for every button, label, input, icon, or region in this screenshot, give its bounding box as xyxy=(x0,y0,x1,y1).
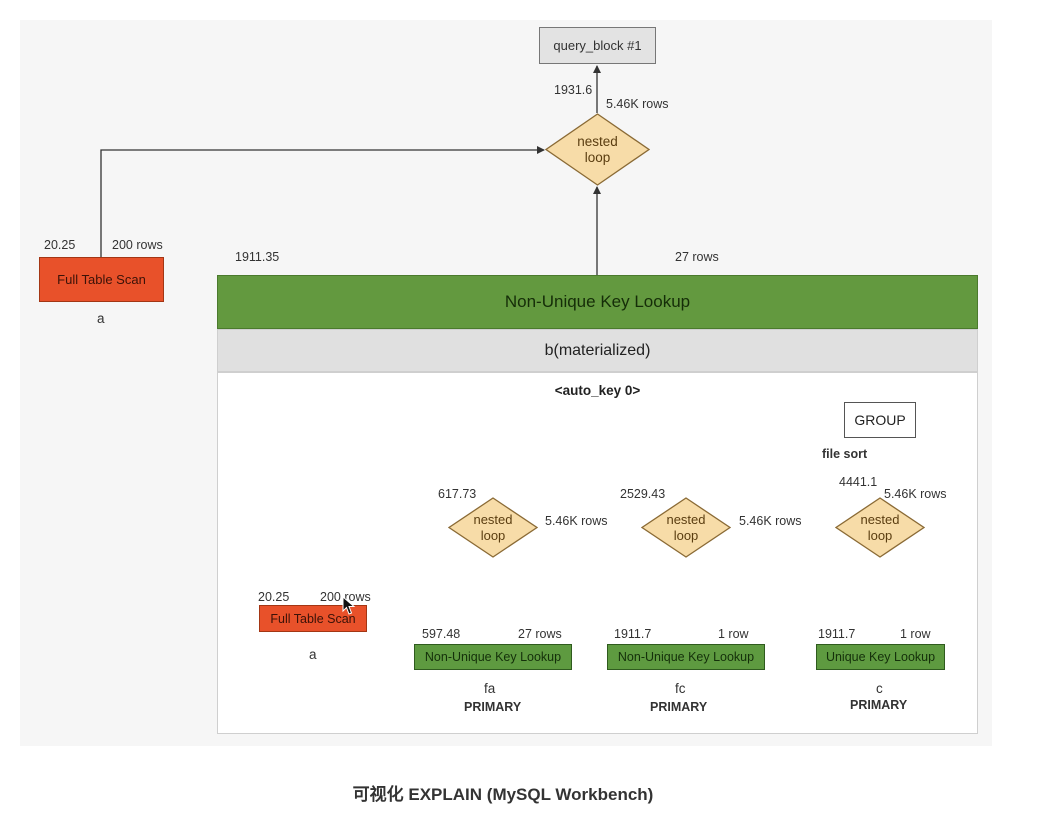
lookup-c-node[interactable]: Unique Key Lookup xyxy=(816,644,945,670)
lookup-fa-key: PRIMARY xyxy=(464,700,522,714)
lookup-fc-rows: 1 row xyxy=(718,627,749,641)
nested-loop-2-label: nested loop xyxy=(666,511,706,543)
loop3-cost: 4441.1 xyxy=(839,475,878,489)
lookup-fa-rows: 27 rows xyxy=(518,627,562,641)
inner-scan-rows: 200 rows xyxy=(320,590,371,604)
outer-scan-rows: 200 rows xyxy=(112,238,163,252)
outer-full-table-scan-node[interactable]: Full Table Scan xyxy=(39,257,164,302)
lookup-fc-node[interactable]: Non-Unique Key Lookup xyxy=(607,644,765,670)
loop2-cost: 2529.43 xyxy=(620,487,666,501)
lookup-fc-label: Non-Unique Key Lookup xyxy=(617,650,755,664)
outer-scan-table: a xyxy=(97,311,105,326)
group-label: GROUP xyxy=(854,412,906,428)
lookup-fc-table: fc xyxy=(675,681,686,696)
materialized-rows: 27 rows xyxy=(675,250,719,264)
outer-scan-label: Full Table Scan xyxy=(57,272,146,287)
diamond-shape xyxy=(545,113,650,186)
materialized-cost: 1911.35 xyxy=(235,250,280,264)
figure-caption: 可视化 EXPLAIN (MySQL Workbench) xyxy=(352,785,654,804)
nested-loop-1-label: nested loop xyxy=(473,511,513,543)
materialized-table-label: b(materialized) xyxy=(544,341,651,359)
lookup-fa-label: Non-Unique Key Lookup xyxy=(424,650,562,664)
top-nested-loop-label: nested loop xyxy=(577,133,618,165)
outer-scan-cost: 20.25 xyxy=(44,238,76,252)
lookup-c-table: c xyxy=(876,681,883,696)
lookup-c-rows: 1 row xyxy=(900,627,931,641)
arrow-scan-to-top-loop xyxy=(100,146,545,257)
nested-loop-3-node[interactable]: nested loop xyxy=(835,497,925,558)
nested-loop-3-label: nested loop xyxy=(860,511,900,543)
diamond-shape xyxy=(641,497,731,558)
lookup-c-cost: 1911.7 xyxy=(818,627,856,641)
top-nested-loop-node[interactable]: nested loop xyxy=(545,113,650,186)
inner-scan-cost: 20.25 xyxy=(258,590,290,604)
lookup-fa-node[interactable]: Non-Unique Key Lookup xyxy=(414,644,572,670)
top-loop-rows: 5.46K rows xyxy=(606,97,669,111)
query-block-label: query_block #1 xyxy=(553,38,642,53)
group-node[interactable]: GROUP xyxy=(844,402,916,438)
top-loop-cost: 1931.6 xyxy=(554,83,593,97)
lookup-c-label: Unique Key Lookup xyxy=(825,650,936,664)
lookup-fc-cost: 1911.7 xyxy=(614,627,652,641)
lookup-fc-key: PRIMARY xyxy=(650,700,708,714)
loop3-rows: 5.46K rows xyxy=(884,487,947,501)
lookup-fa-table: fa xyxy=(484,681,496,696)
file-sort-note: file sort xyxy=(822,447,868,461)
materialized-table-header: b(materialized) xyxy=(217,329,978,372)
lookup-c-key: PRIMARY xyxy=(850,698,908,712)
inner-scan-table: a xyxy=(309,647,317,662)
loop1-cost: 617.73 xyxy=(438,487,477,501)
diamond-shape xyxy=(835,497,925,558)
auto-key-label: <auto_key 0> xyxy=(554,383,641,398)
diamond-shape xyxy=(448,497,538,558)
query-block-node[interactable]: query_block #1 xyxy=(539,27,656,64)
inner-scan-label: Full Table Scan xyxy=(270,611,356,626)
lookup-fa-cost: 597.48 xyxy=(422,627,461,641)
nested-loop-2-node[interactable]: nested loop xyxy=(641,497,731,558)
materialized-access-label: Non-Unique Key Lookup xyxy=(504,292,691,311)
materialized-access-header[interactable]: Non-Unique Key Lookup xyxy=(217,275,978,329)
loop2-rows: 5.46K rows xyxy=(739,514,802,528)
nested-loop-1-node[interactable]: nested loop xyxy=(448,497,538,558)
mouse-cursor-icon xyxy=(342,596,356,615)
loop1-rows: 5.46K rows xyxy=(545,514,608,528)
